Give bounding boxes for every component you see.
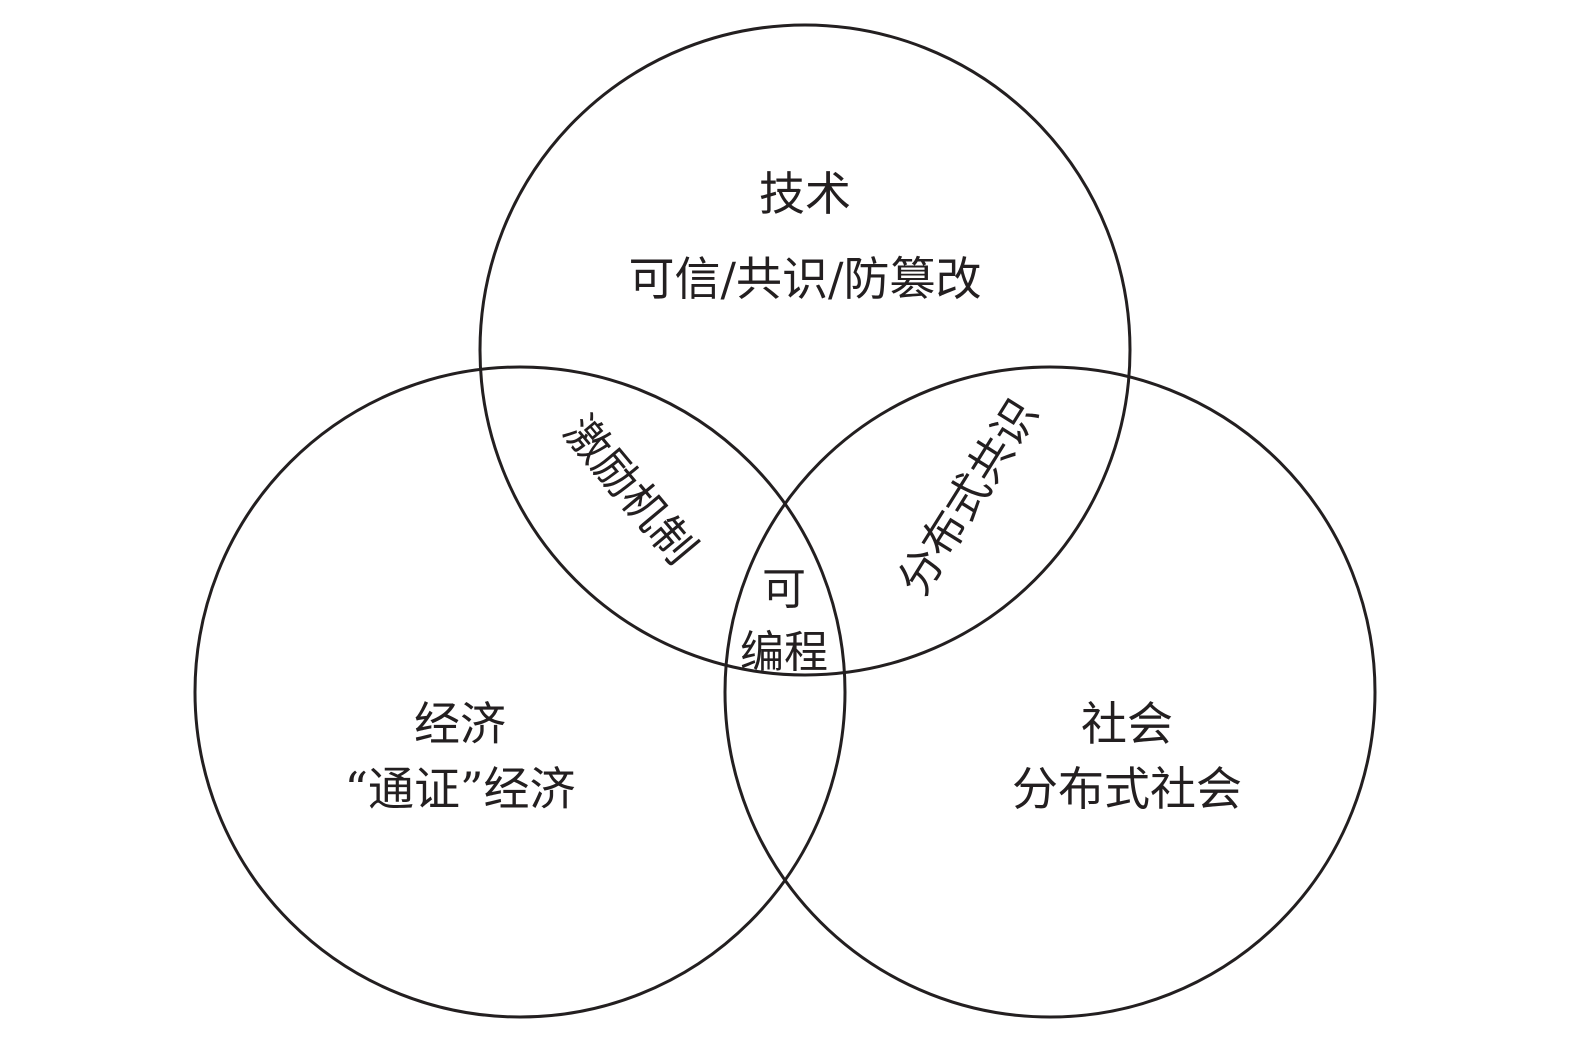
economy-circle (193, 365, 847, 1019)
economy-subtitle: “通证”经济 (344, 762, 575, 816)
economy-title: 经济 (414, 697, 506, 751)
center-overlap-line1: 可 (762, 564, 806, 615)
society-title: 社会 (1081, 697, 1173, 751)
technology-circle (478, 23, 1132, 677)
tech-economy-overlap-label: 激励机制 (554, 407, 706, 575)
tech-society-overlap-label: 分布式共识 (889, 390, 1049, 604)
society-subtitle: 分布式社会 (1012, 762, 1242, 816)
technology-subtitle: 可信/共识/防篡改 (629, 252, 982, 306)
technology-title: 技术 (759, 167, 851, 221)
center-overlap-line2: 编程 (740, 627, 828, 678)
society-circle (723, 365, 1377, 1019)
